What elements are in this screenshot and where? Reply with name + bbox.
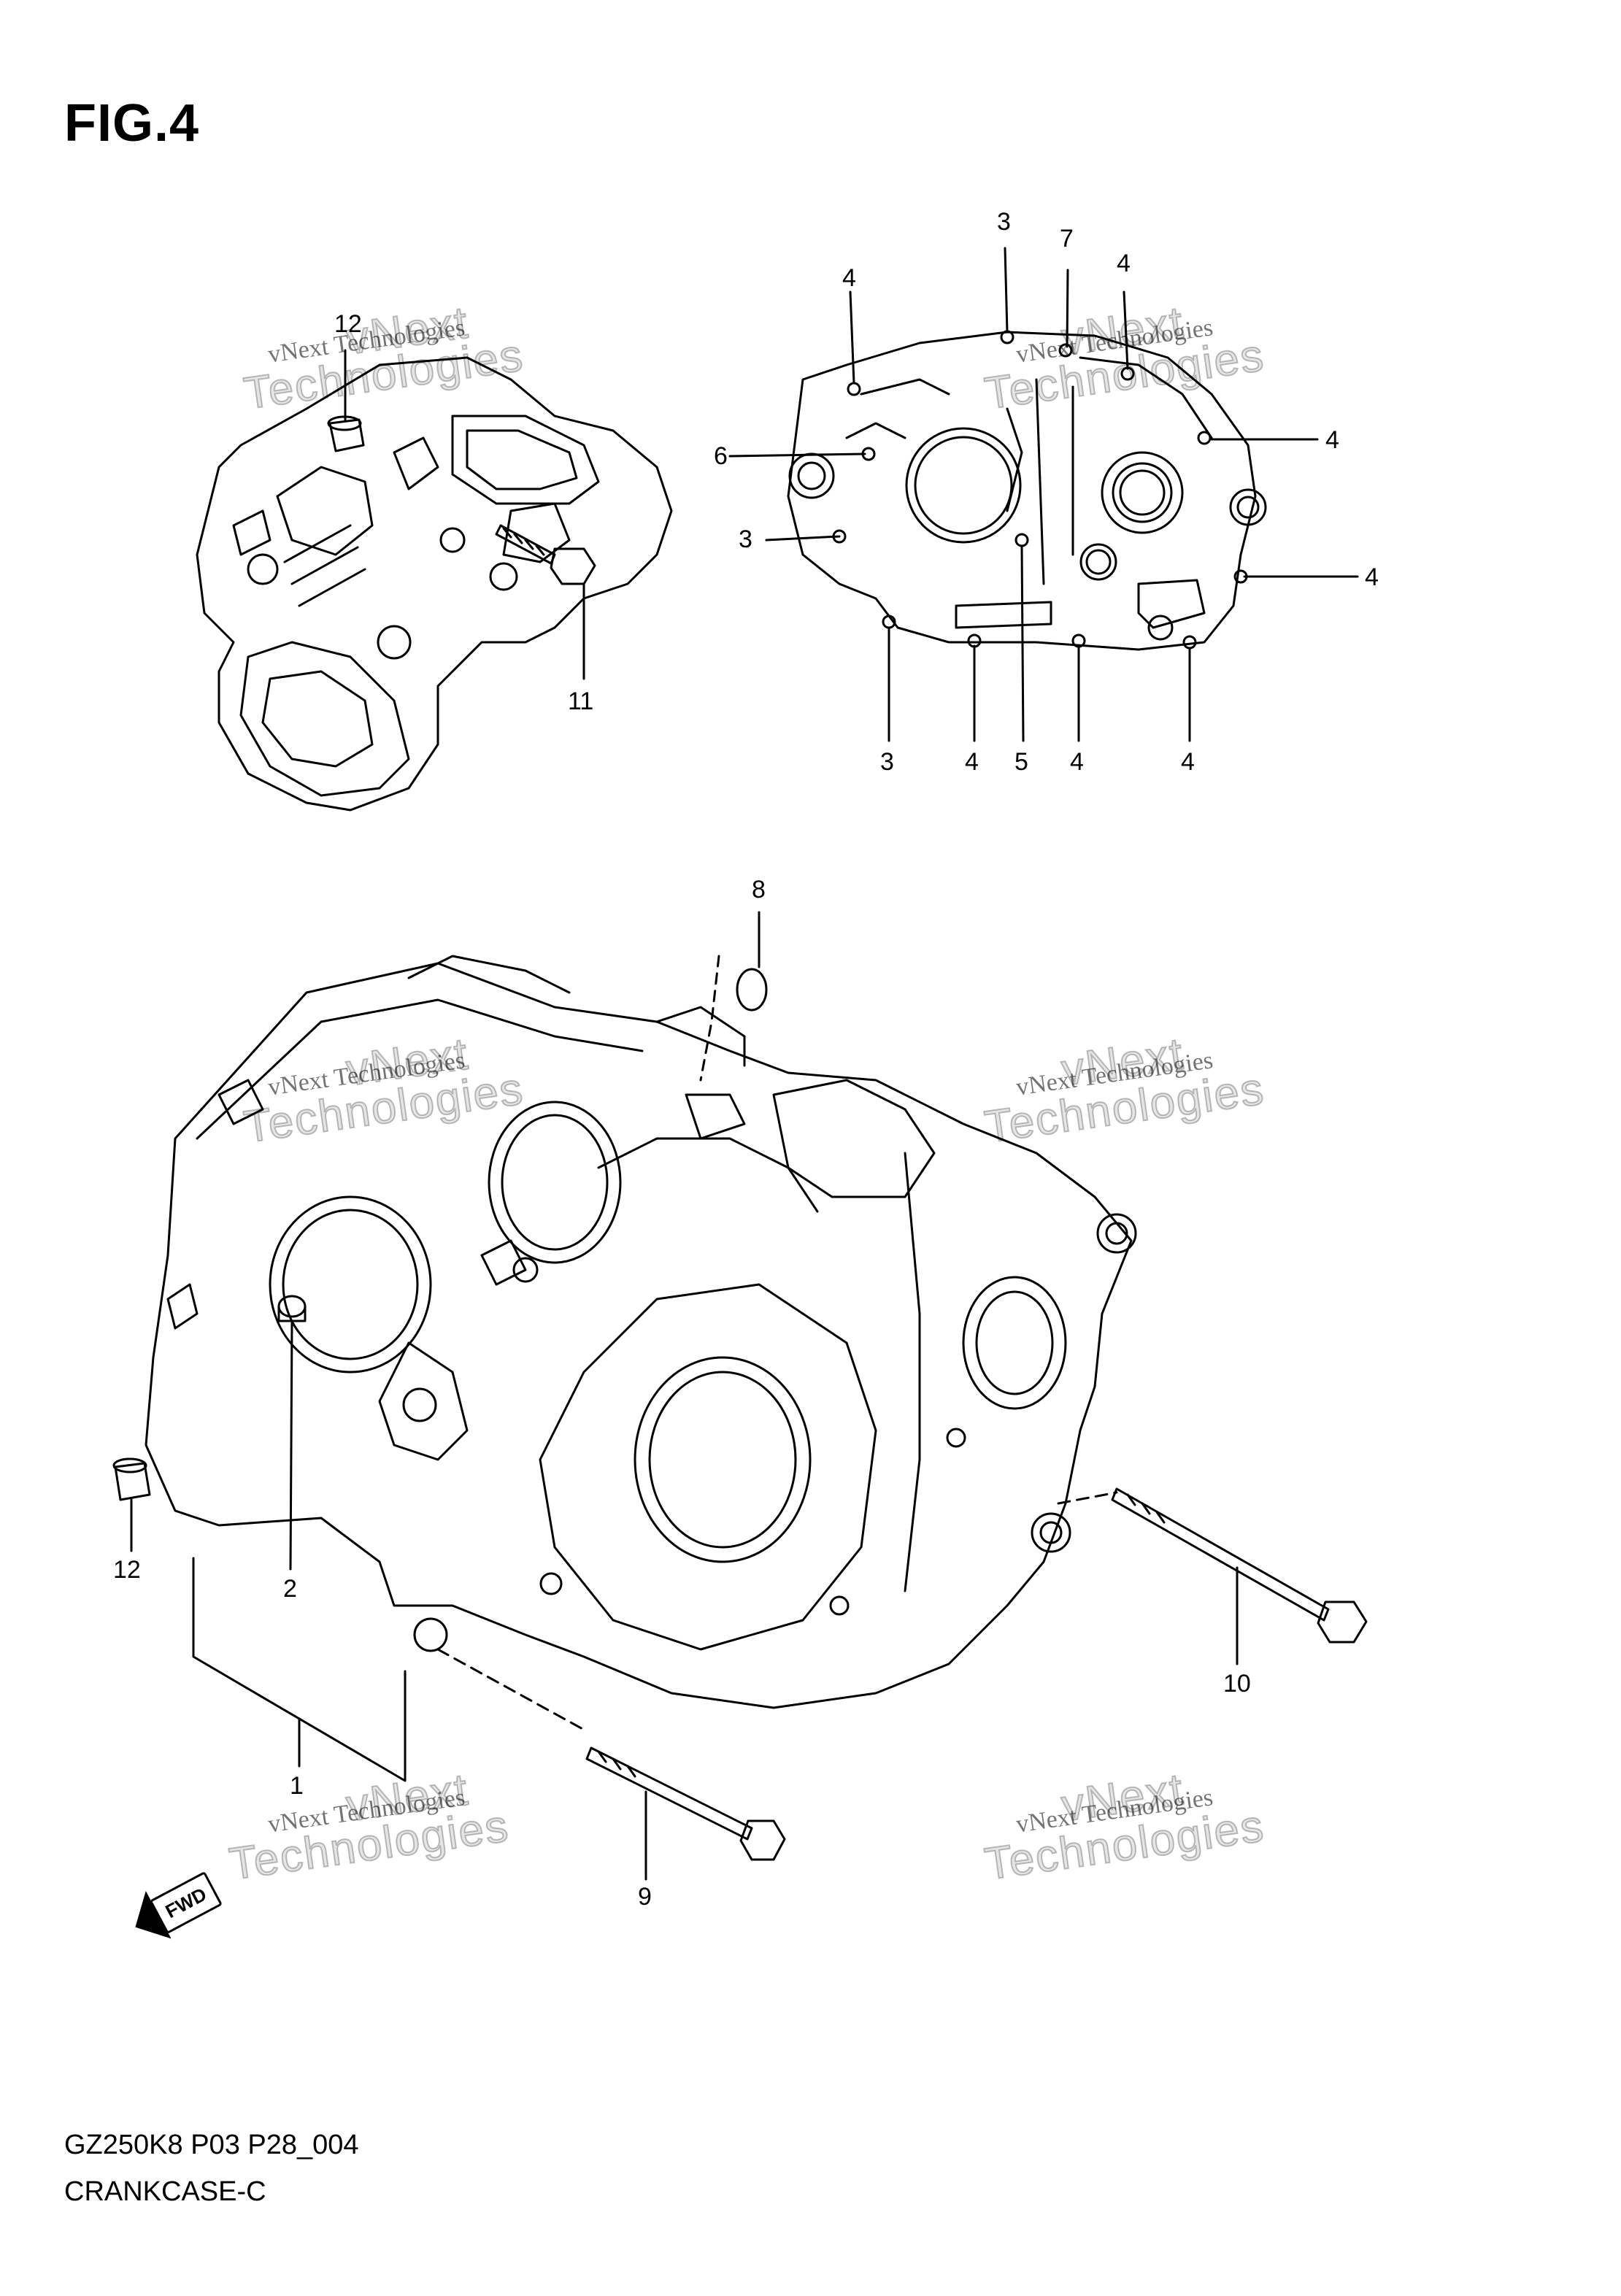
callout-4-right-2: 4 [1365,563,1379,591]
crankcase-upper-left-view [196,356,673,812]
crankcase-assembly-main [145,955,1137,1709]
callout-3-bottom: 3 [880,748,894,776]
callout-9: 9 [638,1883,652,1911]
figure-code: GZ250K8 P03 P28_004 [64,2130,359,2160]
bolt-part-10 [1057,1487,1368,1644]
bolt-part-9 [436,1648,786,1861]
dowel-part-2 [277,1295,307,1322]
callout-4-top-right: 4 [1117,250,1131,277]
callout-4-bottom-2: 4 [1070,748,1084,776]
leader-2 [289,1321,293,1571]
callout-3-left: 3 [739,525,752,553]
callout-2: 2 [283,1575,297,1603]
bolt-part-11 [495,524,596,585]
callout-12-top: 12 [334,310,362,338]
figure-title: FIG.4 [64,94,200,153]
leader-8 [699,911,761,1082]
callout-5: 5 [1014,748,1028,776]
o-ring-part-8 [736,968,768,1012]
figure-name: CRANKCASE-C [64,2176,266,2207]
callout-1: 1 [290,1772,304,1800]
plug-part-12-bottom [112,1457,151,1501]
callout-6: 6 [714,442,728,470]
callout-8: 8 [752,876,766,904]
callout-4-bottom-3: 4 [1181,748,1195,776]
callout-3-top: 3 [997,208,1011,236]
callout-4-top-left: 4 [842,264,856,292]
callout-7: 7 [1060,225,1074,253]
callout-10: 10 [1223,1670,1251,1698]
callout-4-right-1: 4 [1325,426,1339,454]
callout-11: 11 [568,687,594,715]
callout-12-bottom: 12 [113,1556,141,1584]
leaders-inner-face [728,247,1359,742]
callout-4-bottom-1: 4 [965,748,979,776]
crankcase-inner-face-view [787,330,1267,651]
plug-part-12-top [327,415,365,452]
